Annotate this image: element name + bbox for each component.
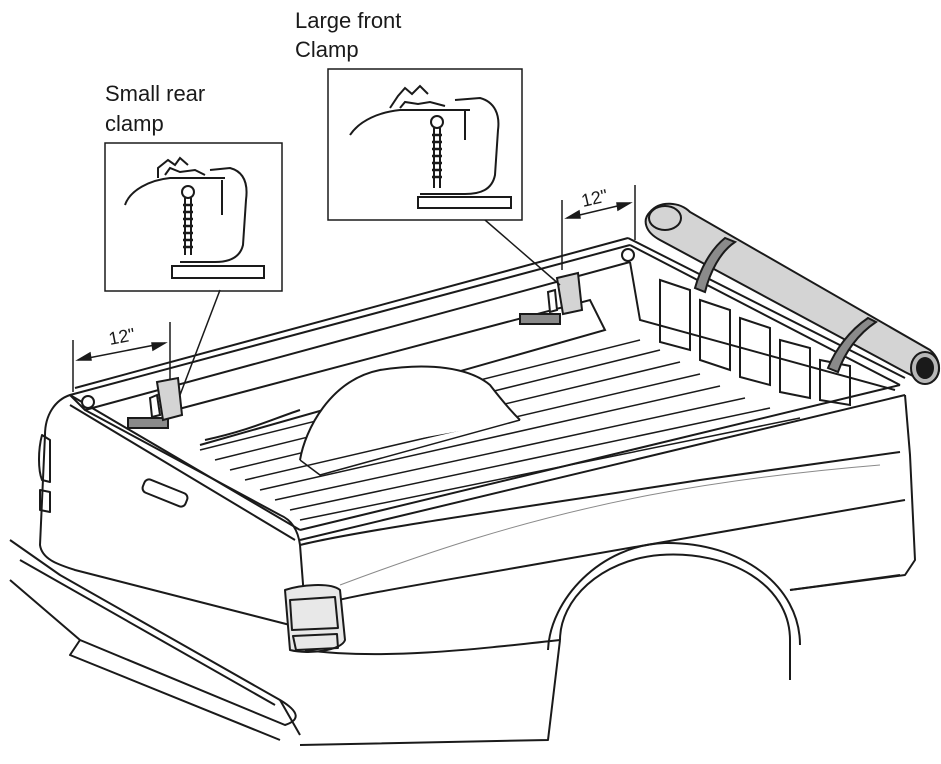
rear-clamp-label-line2: clamp [105, 111, 164, 136]
tonneau-cover-roll [644, 202, 940, 385]
rear-clamp-label-line1: Small rear [105, 81, 206, 106]
front-dimension [561, 185, 636, 270]
front-dimension-label: 12" [579, 185, 609, 210]
rear-dimension [72, 322, 171, 392]
truck-body [9, 394, 916, 746]
front-clamp-installed [519, 271, 584, 325]
front-clamp-detail [327, 68, 523, 221]
front-clamp-label-line1: Large front [295, 8, 402, 33]
rear-dimension-label: 12" [107, 324, 137, 349]
rear-clamp-detail [104, 142, 283, 292]
rear-clamp-installed [127, 376, 184, 429]
front-clamp-leader [484, 219, 561, 286]
front-clamp-label-line2: Clamp [295, 37, 359, 62]
bed-floor [199, 339, 801, 521]
rear-clamp-leader [179, 289, 221, 396]
